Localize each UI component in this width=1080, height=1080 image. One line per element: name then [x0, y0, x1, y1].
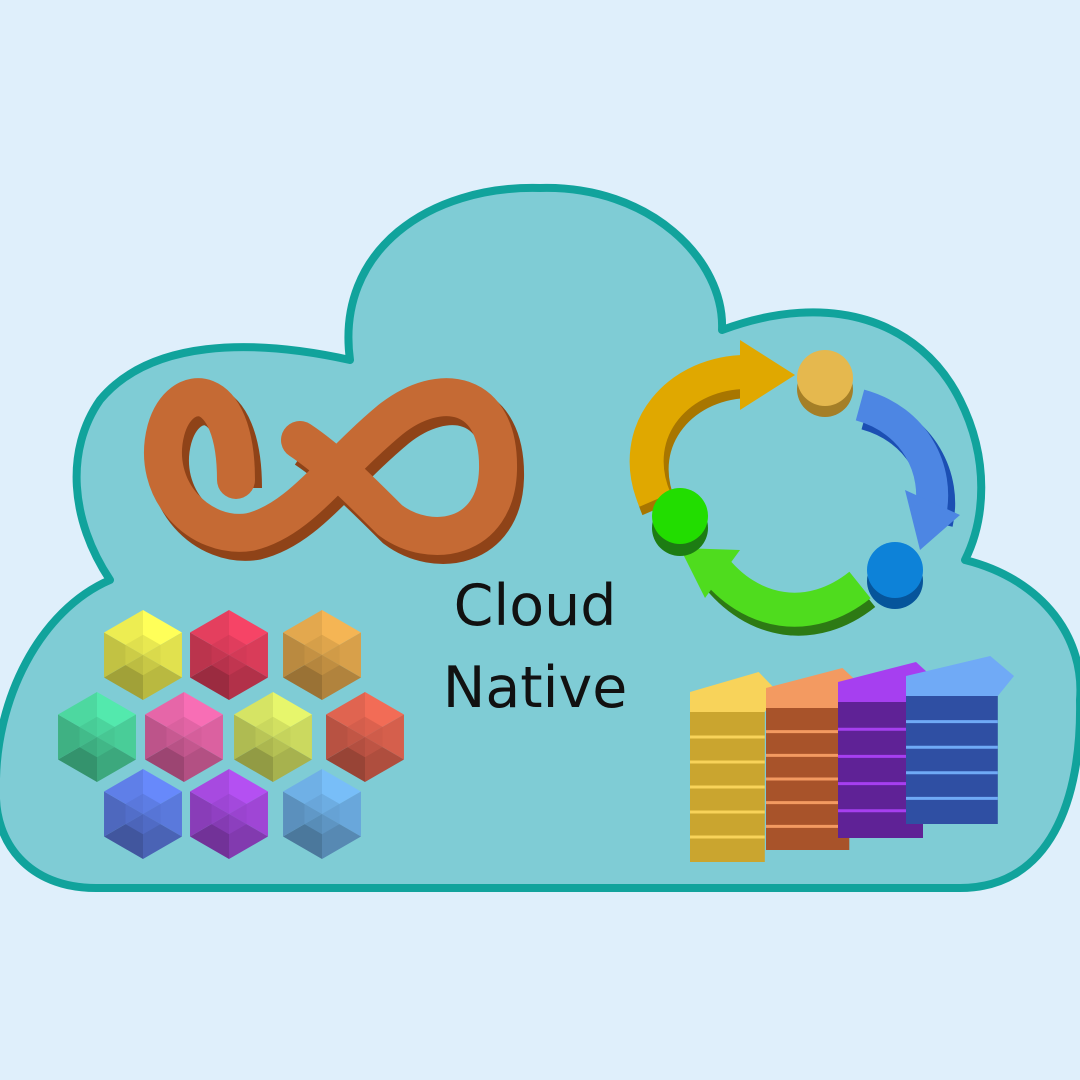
hexagon-cluster-icon [58, 610, 404, 859]
hexagon-gem [58, 692, 136, 782]
hexagon-gem [283, 610, 361, 700]
server-stacks-icon [690, 656, 1014, 862]
hexagon-gem [190, 610, 268, 700]
hexagon-gem [104, 769, 182, 859]
hexagon-gem [104, 610, 182, 700]
cycle-arrows-icon [629, 340, 960, 636]
hexagon-gem [283, 769, 361, 859]
hexagon-gem [326, 692, 404, 782]
hexagon-gem [234, 692, 312, 782]
cycle-nodes [652, 350, 923, 609]
blue-cycle-arrow [855, 389, 960, 550]
server-stack [906, 656, 1014, 824]
title-line-2: Native [442, 655, 628, 721]
infinity-icon [144, 378, 524, 564]
hexagon-gem [190, 769, 268, 859]
title-line-1: Cloud [453, 573, 617, 639]
hexagon-gem [145, 692, 223, 782]
server-stack [690, 672, 778, 862]
green-cycle-arrow [680, 548, 876, 636]
yellow-cycle-arrow [629, 340, 795, 516]
